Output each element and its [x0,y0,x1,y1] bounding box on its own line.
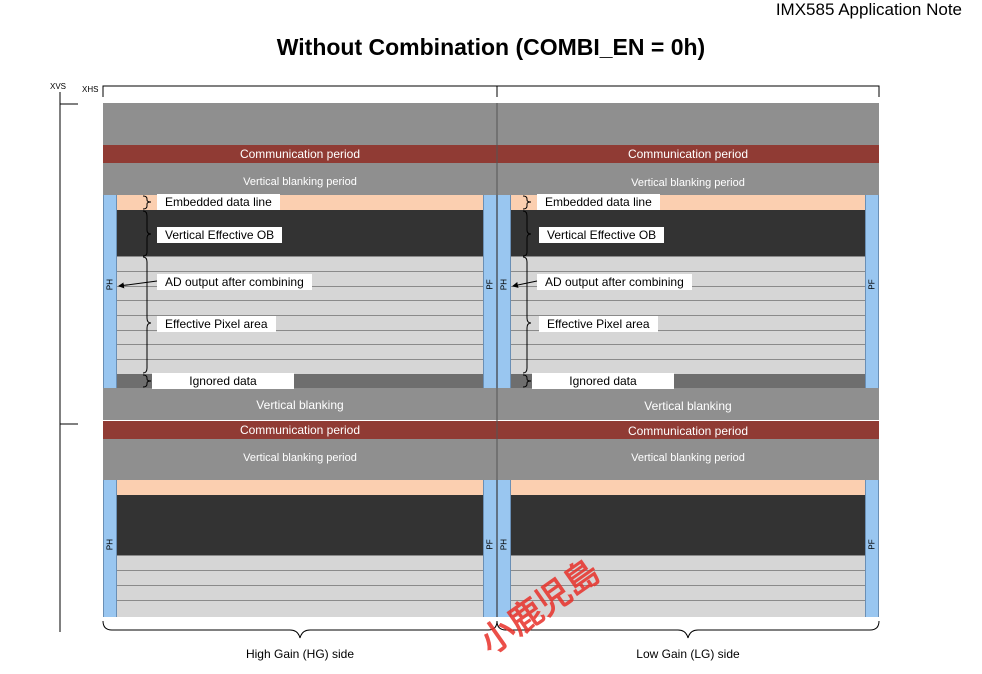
lg-vertical-blanking-period-top: Vertical blanking period [497,163,879,195]
lg-embedded-row-2 [511,480,865,495]
lg-side-label: Low Gain (LG) side [636,647,740,661]
hg-pixel-row [117,330,483,344]
hg-ph-label: PH [105,278,115,291]
hg-top-blanking [103,103,497,145]
xvs-label: XVS [50,82,67,91]
hg-communication-period-bottom: Communication period [103,421,497,439]
hg-pixel-row [117,570,483,585]
lg-pf-bar [865,195,879,388]
hg-side-label: High Gain (HG) side [245,647,355,661]
lg-ad-output-callout: AD output after combining [537,274,692,290]
hg-ignored-callout: Ignored data [152,373,294,389]
hg-pf-label: PF [485,279,495,290]
hg-pixel-row [117,359,483,374]
hg-communication-period-top: Communication period [103,145,497,163]
hg-pixel-row [117,555,483,570]
hg-vertical-blanking-period-top: Vertical blanking period [103,163,497,195]
hg-vertical-blanking: Vertical blanking [103,388,497,420]
hg-ob-rows-2 [117,495,483,555]
lg-pixel-row [511,300,865,315]
lg-ob-rows-2 [511,495,865,555]
document-header-note: IMX585 Application Note [775,0,962,19]
hg-embedded-callout: Embedded data line [157,194,280,210]
hg-pixel-row [117,344,483,359]
lg-pf-label-2: PF [867,539,877,550]
lg-pixel-row [511,359,865,374]
lg-pixel-row [511,330,865,344]
lg-ph-bar-2 [497,480,511,617]
hg-ad-output-callout: AD output after combining [157,274,312,290]
lg-ph-label-2: PH [499,538,509,551]
hg-pf-label-2: PF [485,539,495,550]
lg-pixel-row [511,344,865,359]
diagram-title: Without Combination (COMBI_EN = 0h) [276,34,706,60]
hg-ph-label-2: PH [105,538,115,551]
lg-vertical-blanking: Vertical blanking [497,388,879,420]
hg-embedded-row-2 [117,480,483,495]
lg-vertical-blanking-period-bottom: Vertical blanking period [497,439,879,480]
hg-ph-bar-2 [103,480,117,617]
lg-pixel-row [511,256,865,271]
lg-top-blanking [497,103,879,145]
lg-embedded-callout: Embedded data line [537,194,660,210]
lg-pixel-area-callout: Effective Pixel area [539,316,658,332]
hg-pixel-row [117,585,483,600]
lg-pf-label: PF [867,279,877,290]
lg-ph-label: PH [499,278,509,291]
hg-ph-bar [103,195,117,388]
lg-ob-callout: Vertical Effective OB [539,227,665,243]
hg-pixel-row [117,256,483,271]
xhs-label: XHS [82,85,99,94]
hg-pixel-row [117,300,483,315]
hg-pixel-area-callout: Effective Pixel area [157,316,276,332]
lg-pixel-row [511,585,865,600]
lg-pixel-row [511,555,865,570]
hg-pixel-row [117,600,483,617]
lg-ph-bar [497,195,511,388]
hg-ob-callout: Vertical Effective OB [157,227,283,243]
lg-pixel-row [511,600,865,617]
lg-ignored-callout: Ignored data [532,373,674,389]
lg-communication-period-top: Communication period [497,145,879,163]
lg-communication-period-bottom: Communication period [497,421,879,439]
hg-vertical-blanking-period-bottom: Vertical blanking period [103,439,497,480]
lg-pixel-row [511,570,865,585]
lg-pf-bar-2 [865,480,879,617]
